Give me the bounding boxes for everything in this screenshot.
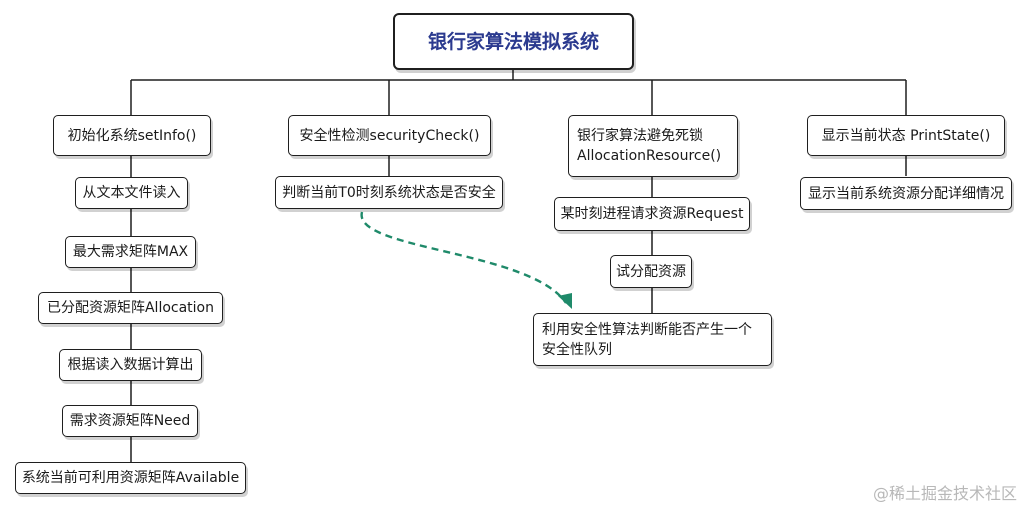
init-step-compute: 根据读入数据计算出 [59, 349, 202, 381]
dashed-arrow-head [558, 293, 572, 309]
banker-step-safety: 利用安全性算法判断能否产生一个 安全性队列 [533, 313, 772, 366]
init-step-need: 需求资源矩阵Need [62, 405, 198, 437]
security-step-judge: 判断当前T0时刻系统状态是否安全 [275, 176, 503, 209]
root-title: 银行家算法模拟系统 [427, 30, 599, 53]
root-node: 银行家算法模拟系统 [393, 13, 634, 70]
watermark: @稀土掘金技术社区 [872, 484, 1017, 503]
banker-step-try-allocate: 试分配资源 [610, 255, 692, 288]
branch-banker-node: 银行家算法避免死锁 AllocationResource() [568, 115, 738, 177]
print-step-detail: 显示当前系统资源分配详细情况 [800, 177, 1012, 210]
init-step-read-file: 从文本文件读入 [75, 177, 188, 209]
init-step-max: 最大需求矩阵MAX [65, 236, 196, 268]
banker-step-request: 某时刻进程请求资源Request [554, 197, 750, 231]
branch-init-node: 初始化系统setInfo() [53, 115, 211, 156]
branch-security-node: 安全性检测securityCheck() [288, 115, 491, 156]
init-step-available: 系统当前可利用资源矩阵Available [15, 462, 246, 494]
dashed-arrow [360, 211, 567, 304]
init-step-allocation: 已分配资源矩阵Allocation [38, 292, 223, 324]
branch-print-node: 显示当前状态 PrintState() [807, 115, 1005, 156]
